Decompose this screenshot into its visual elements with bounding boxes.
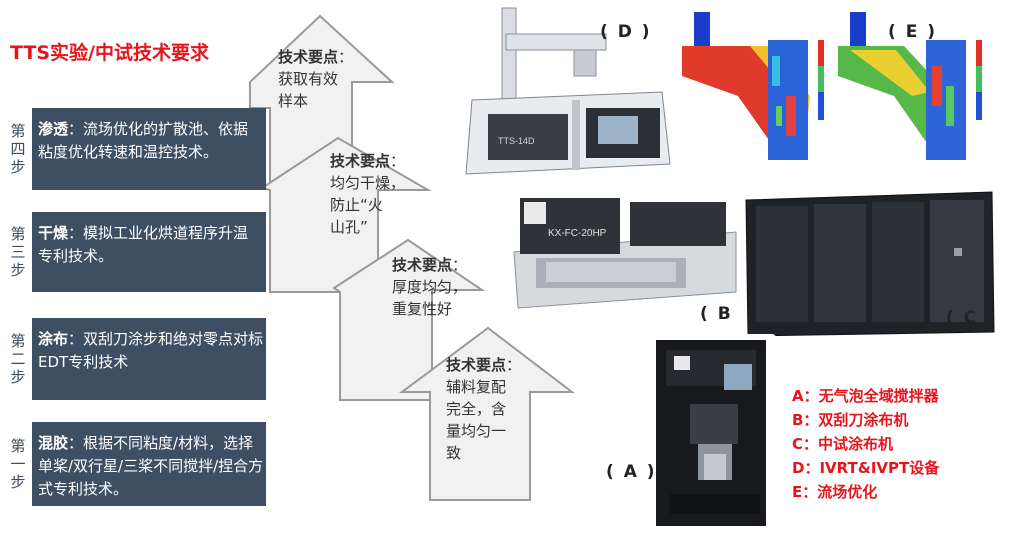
- key-point-head: 技术要点: [392, 256, 453, 274]
- key-point-head: 技术要点: [278, 48, 339, 66]
- key-point-colon: ：: [390, 152, 406, 170]
- step-num-char: 第: [10, 332, 26, 350]
- legend-item-e: E：流场优化: [792, 483, 878, 501]
- label-c: ( C ): [946, 308, 996, 328]
- key-point-line: 厚度均匀，: [392, 278, 468, 296]
- step-4-body: ：流场优化的扩散池、依据粘度优化转速和温控技术。: [38, 120, 249, 161]
- key-point-4: 技术要点： 获取有效 样本: [278, 46, 353, 112]
- key-point-1: 技术要点： 辅料复配 完全，含 量均匀一 致: [446, 354, 521, 464]
- label-d: ( D ): [600, 22, 652, 42]
- step-2-box: 第 二 步 涂布：双刮刀涂步和绝对零点对标EDT专利技术: [4, 318, 266, 400]
- step-3-head: 干燥: [38, 224, 69, 242]
- step-4-number: 第 四 步: [4, 108, 34, 190]
- key-point-line: 致: [446, 444, 462, 462]
- equipment-legend: A：无气泡全域搅拌器 B：双刮刀涂布机 C：中试涂布机 D：IVRT&IVPT设…: [792, 384, 939, 504]
- step-1-body: ：根据不同粘度/材料，选择单桨/双行星/三桨不同搅拌/捏合方式专利技术。: [38, 434, 264, 498]
- step-4-head: 渗透: [38, 120, 69, 138]
- step-4-box: 第 四 步 渗透：流场优化的扩散池、依据粘度优化转速和温控技术。: [4, 108, 266, 190]
- arrow-step-2: [332, 238, 486, 401]
- step-num-char: 三: [10, 243, 26, 261]
- photo-pilot-coater: [742, 186, 998, 336]
- step-2-number: 第 二 步: [4, 318, 34, 400]
- legend-item-b: B：双刮刀涂布机: [792, 411, 909, 429]
- key-point-line: 辅料复配: [446, 378, 507, 396]
- step-2-text: 涂布：双刮刀涂步和绝对零点对标EDT专利技术: [38, 328, 266, 374]
- photo-blade-coater: KX-FC-20HP: [506, 192, 738, 314]
- key-point-line: 山孔”: [330, 218, 368, 236]
- step-num-char: 一: [10, 455, 26, 473]
- step-3-text: 干燥：模拟工业化烘道程序升温专利技术。: [38, 222, 262, 268]
- label-e: ( E ): [888, 22, 937, 42]
- key-point-line: 完全，含: [446, 400, 507, 418]
- key-point-3: 技术要点： 均匀干燥， 防止“火 山孔”: [330, 150, 405, 238]
- arrow-step-1: [398, 326, 575, 501]
- key-point-line: 样本: [278, 92, 309, 110]
- photo-mixer: [650, 334, 776, 528]
- blade-coater-text: KX-FC-20HP: [548, 228, 607, 239]
- legend-item-c: C：中试涂布机: [792, 435, 894, 453]
- step-3-body: ：模拟工业化烘道程序升温专利技术。: [38, 224, 249, 265]
- step-num-char: 二: [10, 350, 26, 368]
- step-2-head: 涂布: [38, 330, 69, 348]
- page-title: TTS实验/中试技术要求: [10, 42, 209, 64]
- key-point-line: 重复性好: [392, 300, 453, 318]
- step-num-char: 步: [10, 368, 26, 386]
- key-point-colon: ：: [452, 256, 468, 274]
- step-2-body: ：双刮刀涂步和绝对零点对标EDT专利技术: [38, 330, 264, 371]
- key-point-line: 获取有效: [278, 70, 339, 88]
- step-num-char: 步: [10, 473, 26, 491]
- step-1-text: 混胶：根据不同粘度/材料，选择单桨/双行星/三桨不同搅拌/捏合方式专利技术。: [38, 432, 266, 501]
- step-4-text: 渗透：流场优化的扩散池、依据粘度优化转速和温控技术。: [38, 118, 262, 164]
- key-point-colon: ：: [338, 48, 354, 66]
- legend-item-d: D：IVRT&IVPT设备: [792, 459, 940, 477]
- key-point-colon: ：: [506, 356, 522, 374]
- ivrt-device-text: TTS-14D: [498, 136, 535, 146]
- step-num-char: 步: [10, 158, 26, 176]
- photo-flow-simulation: [680, 6, 1002, 164]
- legend-item-a: A：无气泡全域搅拌器: [792, 387, 939, 405]
- key-point-line: 均匀干燥，: [330, 174, 406, 192]
- step-num-char: 第: [10, 225, 26, 243]
- step-3-number: 第 三 步: [4, 212, 34, 292]
- key-point-head: 技术要点: [446, 356, 507, 374]
- step-1-box: 第 一 步 混胶：根据不同粘度/材料，选择单桨/双行星/三桨不同搅拌/捏合方式专…: [4, 422, 266, 506]
- key-point-head: 技术要点: [330, 152, 391, 170]
- step-num-char: 第: [10, 122, 26, 140]
- step-num-char: 第: [10, 437, 26, 455]
- step-3-box: 第 三 步 干燥：模拟工业化烘道程序升温专利技术。: [4, 212, 266, 292]
- label-a: ( A ): [606, 462, 657, 482]
- arrow-step-3: [259, 136, 432, 293]
- step-num-char: 四: [10, 140, 26, 158]
- key-point-line: 防止“火: [330, 196, 383, 214]
- label-b: ( B ): [700, 304, 751, 324]
- photo-ivrt-device: TTS-14D: [462, 4, 672, 186]
- step-num-char: 步: [10, 261, 26, 279]
- step-1-number: 第 一 步: [4, 422, 34, 506]
- key-point-line: 量均匀一: [446, 422, 507, 440]
- key-point-2: 技术要点： 厚度均匀， 重复性好: [392, 254, 467, 320]
- step-1-head: 混胶: [38, 434, 69, 452]
